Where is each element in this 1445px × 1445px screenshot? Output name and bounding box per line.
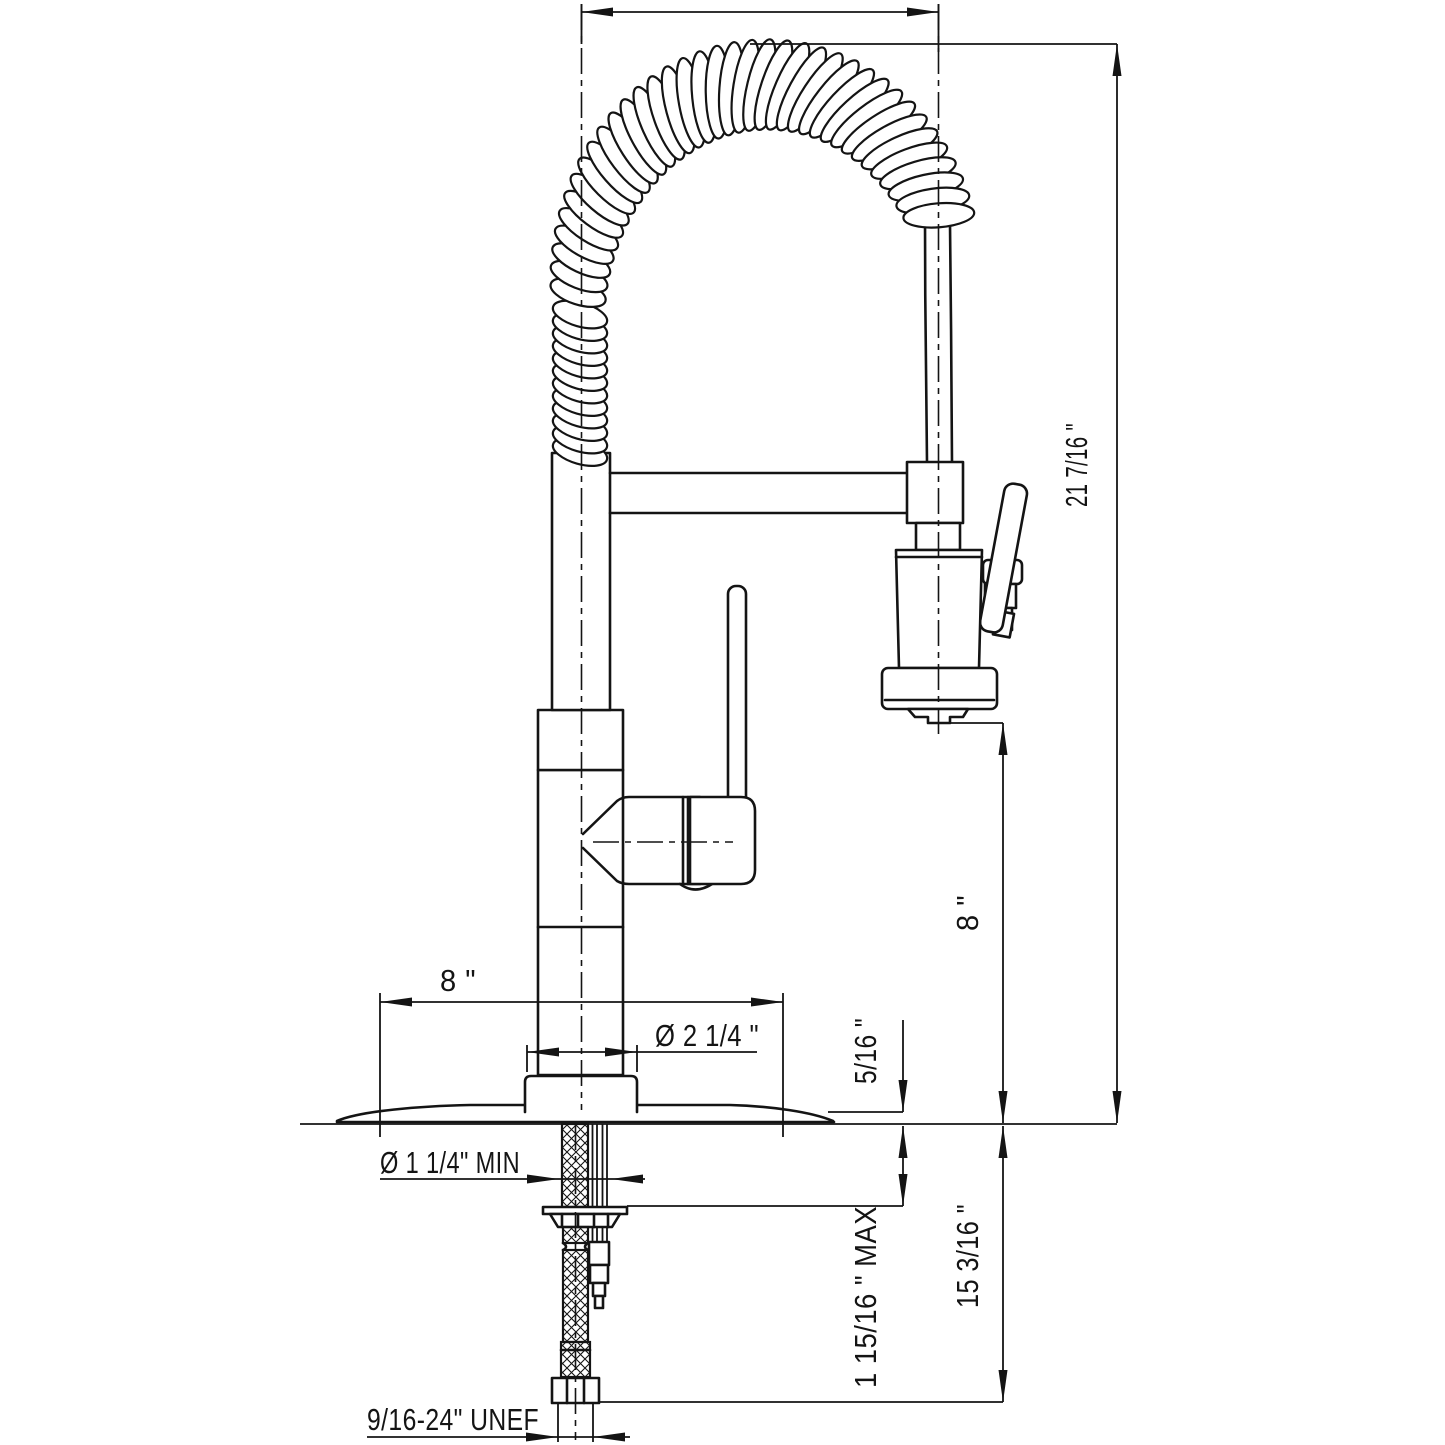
pulldown-hose [923,216,954,464]
support-arm [608,471,909,515]
hose-break [561,1241,590,1252]
dim-hub-diameter: Ø 2 1/4 " [526,1018,759,1072]
dimensions: 21 7/16 " 8 " 8 " Ø 2 1/4 " [367,4,1122,1442]
dim-supply-thread: 9/16-24" UNEF [367,1402,630,1442]
dim-deck-span: 8 " [379,963,784,1137]
dim-plate-thickness: 5/16 " [828,1018,908,1113]
head-trigger-lever [978,482,1029,634]
spray-head [880,460,1029,725]
coil-spring [549,38,976,467]
dim-label-spout-height: 8 " [950,895,985,931]
dim-overall-height: 21 7/16 " [750,43,1122,1123]
dim-label-deck-span: 8 " [440,963,476,998]
dim-mounting-hole: Ø 1 1/4" MIN [380,1145,645,1184]
handle-body [688,795,757,886]
centerlines [574,4,940,1440]
supply-fitting [587,1240,611,1310]
dim-label-plate-thickness: 5/16 " [848,1018,883,1084]
faucet-body-lower [536,768,625,1077]
thread-ext-lines [557,1403,594,1442]
side-spout-joint [581,795,714,891]
mounting-nut [541,1205,629,1229]
dim-label-hub-diameter: Ø 2 1/4 " [655,1018,759,1053]
faucet-outline [300,38,1117,1442]
faucet-body-collar [536,708,625,772]
escutcheon-plate [335,1103,836,1124]
dim-counter-max: 1 15/16 " MAX [627,1126,908,1388]
dim-spout-height: 8 " [940,722,1008,1123]
dim-label-counter-max: 1 15/16 " MAX [848,1206,883,1388]
dim-label-overall-height: 21 7/16 " [1059,423,1094,507]
dim-label-supply-drop: 15 3/16 " [950,1204,985,1308]
head-bell [880,666,999,711]
main-handle-lever [726,584,748,808]
head-block [905,460,965,525]
dim-label-supply-thread: 9/16-24" UNEF [367,1402,539,1437]
dim-label-mounting-hole: Ø 1 1/4" MIN [380,1145,520,1180]
supply-tubes [591,1124,608,1265]
dim-supply-drop: 15 3/16 " [598,1126,1008,1403]
